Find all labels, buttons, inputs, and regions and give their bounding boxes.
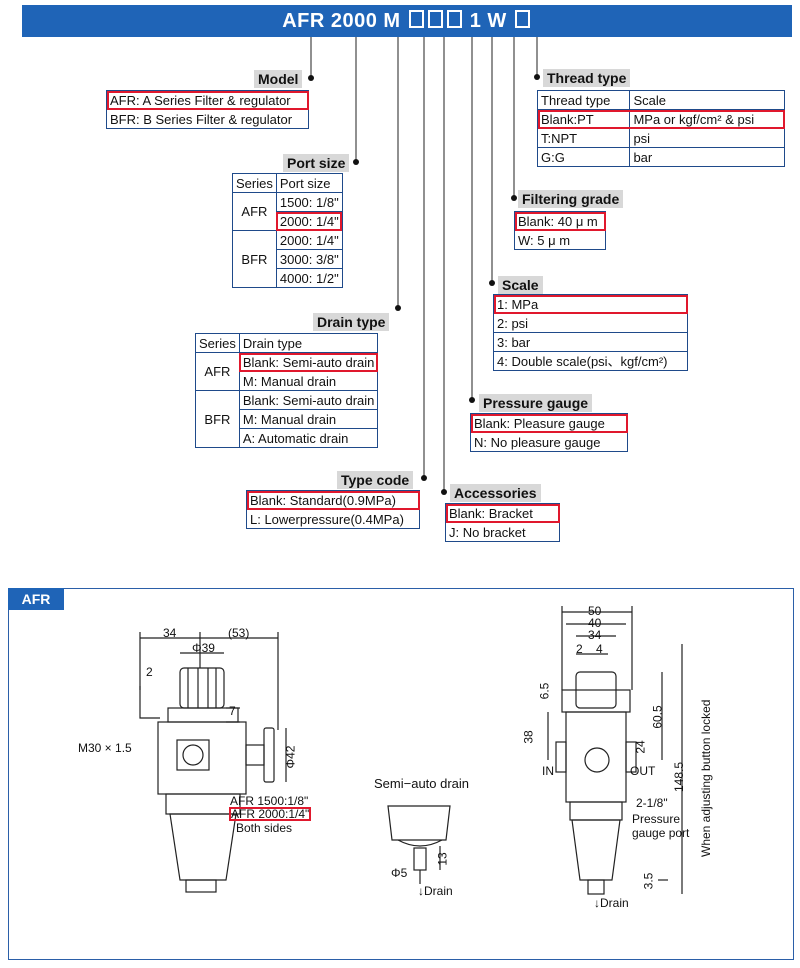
model-row: AFR: A Series Filter & regulator	[106, 90, 309, 110]
filtering-grade-table: Blank: 40 μ m W: 5 μ m	[514, 211, 606, 250]
filtering-grade-heading: Filtering grade	[518, 190, 624, 208]
pressure-gauge-heading: Pressure gauge	[479, 394, 593, 412]
drain-label-right: ↓Drain	[594, 896, 629, 910]
pressure-gauge-table: Blank: Pleasure gauge N: No pleasure gau…	[470, 413, 628, 452]
port-label-1500: AFR 1500:1/8"	[230, 794, 309, 808]
arrow-down-icon: ↓	[594, 896, 600, 910]
dim-4: 4	[596, 642, 603, 656]
dim-m30: M30 × 1.5	[78, 741, 132, 755]
code-box-icon	[408, 10, 424, 28]
dim-60-5: 60.5	[650, 705, 665, 729]
code-box-icon	[514, 10, 530, 28]
dim-phi42: Φ42	[283, 745, 298, 769]
dim-13: 13	[435, 852, 450, 866]
model-code-mid: 1 W	[469, 10, 507, 32]
dim-7: 7	[229, 704, 236, 718]
accessories-table: Blank: Bracket J: No bracket	[445, 503, 560, 542]
pressure-gauge-port-2: gauge port	[632, 826, 690, 840]
dim-34-left: 34	[163, 626, 177, 640]
code-box-icon	[446, 10, 462, 28]
dim-34-right: 34	[588, 628, 602, 642]
afr-drawing-frame	[8, 588, 794, 960]
port-2-1-8: 2-1/8"	[636, 796, 668, 810]
model-code-banner: AFR 2000 M 1 W	[22, 5, 792, 37]
dim-53: (53)	[228, 626, 250, 640]
dim-3-5: 3.5	[641, 872, 656, 890]
port-label-2000: AFR 2000:1/4"	[229, 807, 312, 821]
port-label-both-sides: Both sides	[236, 821, 293, 835]
drain-type-heading: Drain type	[313, 313, 390, 331]
type-code-table: Blank: Standard(0.9MPa) L: Lowerpressure…	[246, 490, 420, 529]
locked-note: When adjusting button locked	[699, 699, 713, 857]
dim-phi39: Φ39	[192, 641, 215, 655]
model-code-prefix: AFR 2000 M	[282, 10, 401, 32]
dim-2-left: 2	[146, 665, 153, 679]
dim-38: 38	[521, 730, 536, 744]
dim-6-5: 6.5	[537, 682, 552, 700]
model-row: BFR: B Series Filter & regulator	[106, 109, 309, 129]
out-label: OUT	[630, 764, 656, 778]
type-code-heading: Type code	[337, 471, 414, 489]
port-size-heading: Port size	[283, 154, 350, 172]
dim-148-5: 148.5	[672, 761, 687, 793]
drain-label-middle: ↓Drain	[418, 884, 453, 898]
dim-50: 50	[588, 604, 602, 618]
pressure-gauge-port-1: Pressure	[632, 812, 681, 826]
model-heading: Model	[254, 70, 303, 88]
accessories-heading: Accessories	[450, 484, 541, 502]
dim-phi5: Φ5	[391, 866, 408, 880]
afr-tab: AFR	[8, 588, 64, 610]
semi-auto-drain-title: Semi−auto drain	[374, 776, 470, 791]
arrow-down-icon: ↓	[418, 884, 424, 898]
dim-2-right: 2	[576, 642, 583, 656]
scale-heading: Scale	[498, 276, 543, 294]
dim-40: 40	[588, 616, 602, 630]
code-box-icon	[427, 10, 443, 28]
dim-24: 24	[633, 740, 648, 754]
thread-type-heading: Thread type	[543, 69, 631, 87]
in-label: IN	[542, 764, 554, 778]
scale-table: 1: MPa 2: psi 3: bar 4: Double scale(psi…	[493, 294, 688, 371]
model-table: AFR: A Series Filter & regulator BFR: B …	[106, 90, 309, 129]
